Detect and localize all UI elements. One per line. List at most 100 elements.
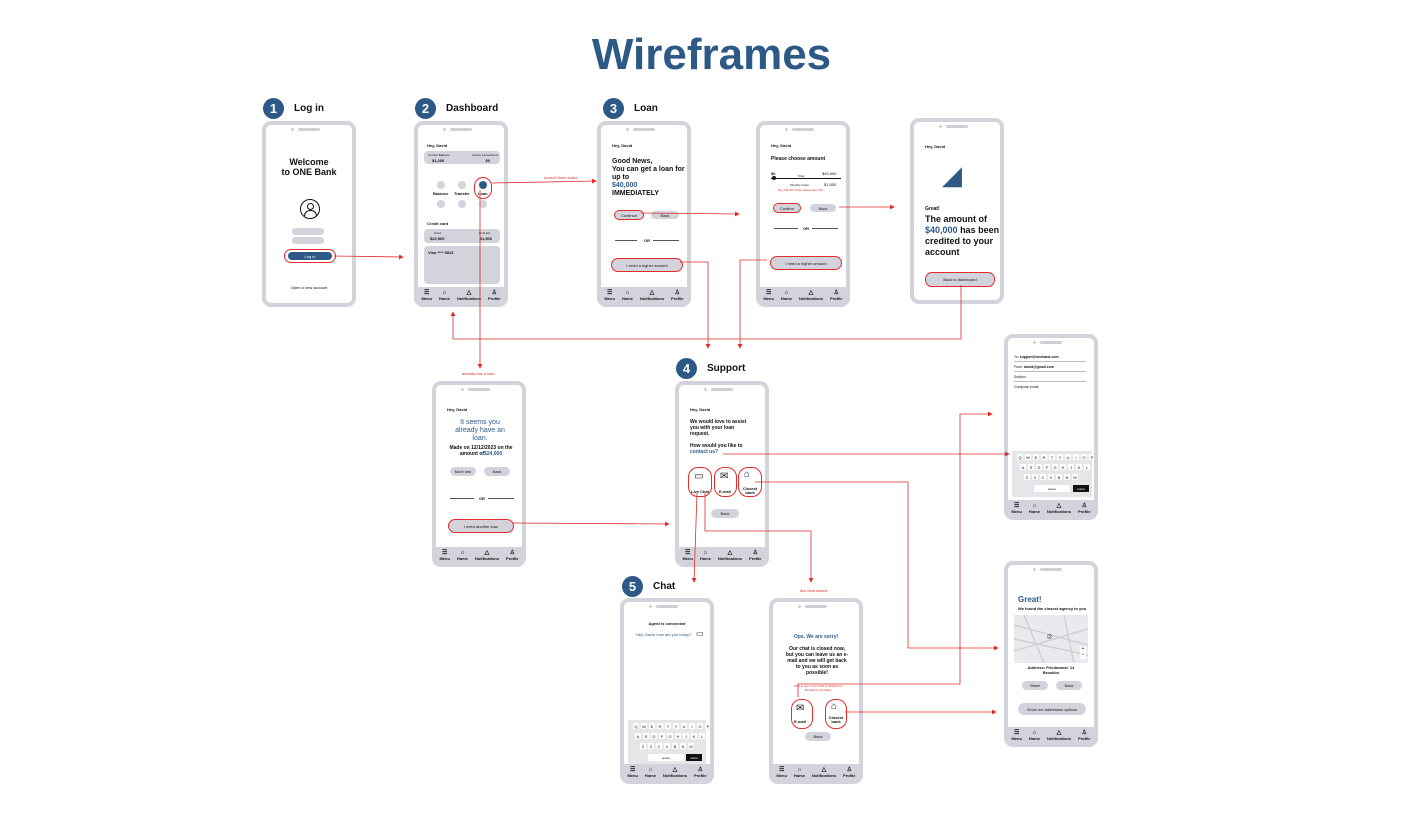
nav-notifications[interactable]: △Notifications [798,289,824,301]
open-account-link[interactable]: Open a new account [290,285,328,290]
shortcut-icon[interactable] [479,200,487,208]
nav-menu[interactable]: ☰Menu [763,289,774,301]
key-j[interactable]: J [683,733,689,739]
shortcut-icon[interactable] [458,200,466,208]
key-c[interactable]: C [656,743,662,749]
slider-handle[interactable] [772,176,776,180]
nav-menu[interactable]: ☰Menu [604,289,615,301]
back-button[interactable]: Back [484,467,510,476]
space-key[interactable]: space [1034,485,1070,492]
key-h[interactable]: H [1060,464,1066,470]
key-u[interactable]: U [1065,454,1071,460]
nav-notifications[interactable]: △Notifications [474,549,500,561]
key-k[interactable]: K [1076,464,1082,470]
key-q[interactable]: Q [1017,454,1023,460]
key-h[interactable]: H [675,733,681,739]
key-v[interactable]: V [664,743,670,749]
compose-field[interactable]: Compose email [1014,385,1039,389]
key-t[interactable]: T [1049,454,1055,460]
key-q[interactable]: Q [633,723,639,729]
key-a[interactable]: A [1020,464,1026,470]
nav-menu[interactable]: ☰Menu [1011,502,1022,514]
back-button[interactable]: Back [810,204,836,212]
nav-notifications[interactable]: △Notifications [456,289,482,301]
map-view[interactable]: ⌾ +− [1013,614,1089,664]
nav-menu[interactable]: ☰Menu [627,766,638,778]
key-y[interactable]: Y [673,723,679,729]
return-key[interactable]: return [686,754,702,761]
nav-profile[interactable]: ♙Profile [1078,729,1091,741]
key-z[interactable]: Z [1024,474,1030,480]
nav-notifications[interactable]: △Notifications [662,766,688,778]
continue-button[interactable]: Continue [615,211,643,219]
key-j[interactable]: J [1068,464,1074,470]
key-c[interactable]: C [1040,474,1046,480]
nav-profile[interactable]: ♙Profile [506,549,519,561]
key-p[interactable]: P [705,723,710,729]
back-to-dashboard-button[interactable]: Back to dashboard [926,273,994,286]
key-b[interactable]: B [672,743,678,749]
nav-home[interactable]: ⌂Home [699,549,711,561]
key-x[interactable]: X [1032,474,1038,480]
username-field[interactable] [292,228,324,235]
waze-button[interactable]: Waze [1022,681,1048,690]
key-r[interactable]: R [657,723,663,729]
nav-home[interactable]: ⌂Home [1028,729,1040,741]
key-f[interactable]: F [659,733,665,739]
email-option[interactable] [714,467,737,497]
key-a[interactable]: A [635,733,641,739]
key-n[interactable]: N [680,743,686,749]
key-o[interactable]: O [697,723,703,729]
visa-card[interactable]: Visa **** 9812 [424,246,500,284]
email-to-row[interactable]: To: support@onebank.com [1014,355,1059,359]
nav-menu[interactable]: ☰Menu [1011,729,1022,741]
password-field[interactable] [292,237,324,244]
nav-home[interactable]: ⌂Home [456,549,468,561]
key-p[interactable]: P [1089,454,1094,460]
nav-home[interactable]: ⌂Home [621,289,633,301]
shortcut-icon[interactable] [437,200,445,208]
key-y[interactable]: Y [1057,454,1063,460]
key-d[interactable]: D [1036,464,1042,470]
nav-menu[interactable]: ☰Menu [776,766,787,778]
key-x[interactable]: X [648,743,654,749]
key-w[interactable]: W [1025,454,1031,460]
key-g[interactable]: G [667,733,673,739]
more-info-button[interactable]: More info [450,467,476,476]
nav-profile[interactable]: ♙Profile [830,289,843,301]
amount-slider[interactable] [771,178,841,179]
nav-notifications[interactable]: △Notifications [717,549,743,561]
nav-profile[interactable]: ♙Profile [749,549,762,561]
key-i[interactable]: I [689,723,695,729]
email-option[interactable] [791,699,813,729]
key-o[interactable]: O [1081,454,1087,460]
transfer-icon[interactable] [458,181,466,189]
confirm-button[interactable]: Confirm [774,204,800,212]
nav-home[interactable]: ⌂Home [438,289,450,301]
key-g[interactable]: G [1052,464,1058,470]
nav-profile[interactable]: ♙Profile [694,766,707,778]
key-f[interactable]: F [1044,464,1050,470]
key-m[interactable]: M [688,743,694,749]
closest-bank-option[interactable] [825,699,847,729]
nav-profile[interactable]: ♙Profile [1078,502,1091,514]
higher-amount-button[interactable]: I need a higher amount [771,257,841,269]
key-s[interactable]: S [643,733,649,739]
key-l[interactable]: L [1084,464,1090,470]
nav-profile[interactable]: ♙Profile [843,766,856,778]
nav-notifications[interactable]: △Notifications [1046,502,1072,514]
back-button[interactable]: Back [651,211,679,219]
back-button[interactable]: Back [711,509,739,518]
nav-profile[interactable]: ♙Profile [671,289,684,301]
key-b[interactable]: B [1056,474,1062,480]
key-s[interactable]: S [1028,464,1034,470]
space-key[interactable]: space [648,754,684,761]
nav-home[interactable]: ⌂Home [793,766,805,778]
more-addresses-button[interactable]: Show me addresses options [1018,703,1086,715]
live-chat-option[interactable] [688,467,712,497]
balance-icon[interactable] [437,181,445,189]
key-i[interactable]: I [1073,454,1079,460]
key-t[interactable]: T [665,723,671,729]
key-l[interactable]: L [699,733,705,739]
